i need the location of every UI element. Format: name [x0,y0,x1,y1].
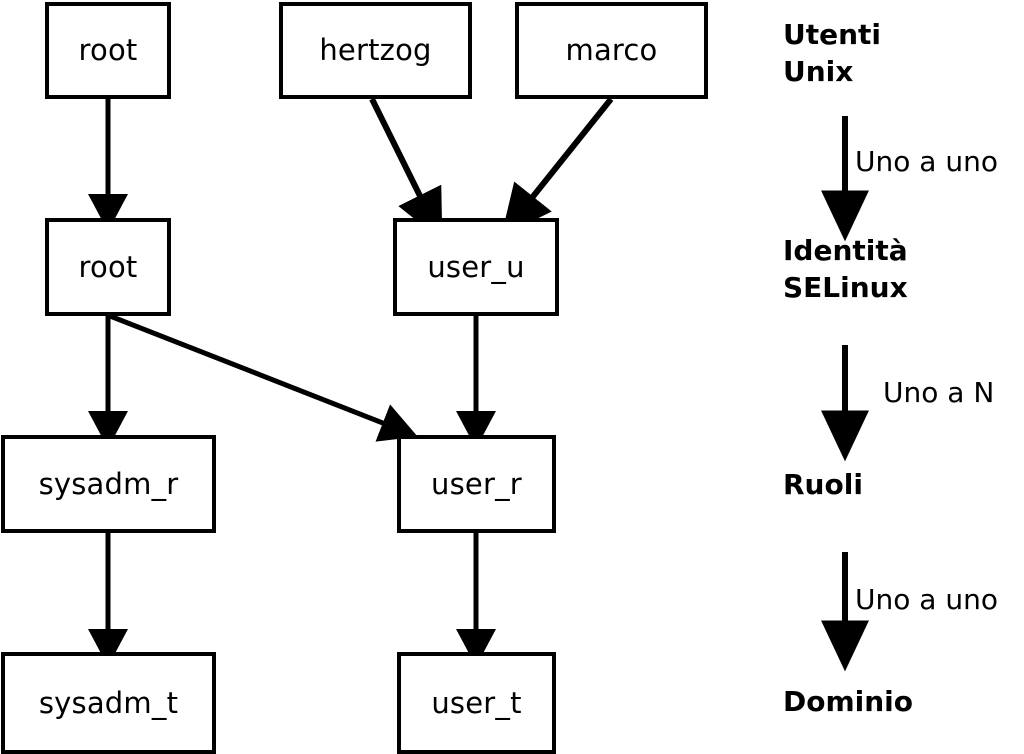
legend-level-identita-selinux: Identità SELinux [783,234,908,304]
legend-level-ruoli: Ruoli [783,468,863,501]
legend-level-dominio: Dominio [783,685,914,718]
node-label: marco [565,33,658,67]
node-label: root [78,33,138,67]
node-label: sysadm_t [38,685,179,720]
legend-connector-label-uno-a-n: Uno a N [883,376,995,409]
legend-connector-label-uno-a-uno-1: Uno a uno [855,145,998,178]
node-label: user_t [431,685,522,720]
edge-marco-to-user-u [501,97,614,237]
node-role-user-r[interactable]: user_r [397,435,556,533]
node-label: user_u [427,249,525,284]
node-label: root [78,249,138,284]
node-label: user_r [431,466,522,501]
node-role-sysadm-r[interactable]: sysadm_r [1,435,216,533]
node-unix-root[interactable]: root [45,2,171,99]
node-label: sysadm_r [38,466,179,501]
edge-identity-root-to-user-r [109,313,418,442]
node-identity-root[interactable]: root [45,218,171,316]
legend-level-utenti-unix: Utenti Unix [783,18,882,88]
edge-hertzog-to-user-u [369,97,443,242]
legend-connector-label-uno-a-uno-2: Uno a uno [855,583,998,616]
node-domain-sysadm-t[interactable]: sysadm_t [1,652,216,754]
node-unix-marco[interactable]: marco [515,2,708,99]
node-label: hertzog [319,33,432,67]
node-identity-user-u[interactable]: user_u [393,218,559,316]
node-domain-user-t[interactable]: user_t [397,652,556,754]
node-unix-hertzog[interactable]: hertzog [279,2,472,99]
